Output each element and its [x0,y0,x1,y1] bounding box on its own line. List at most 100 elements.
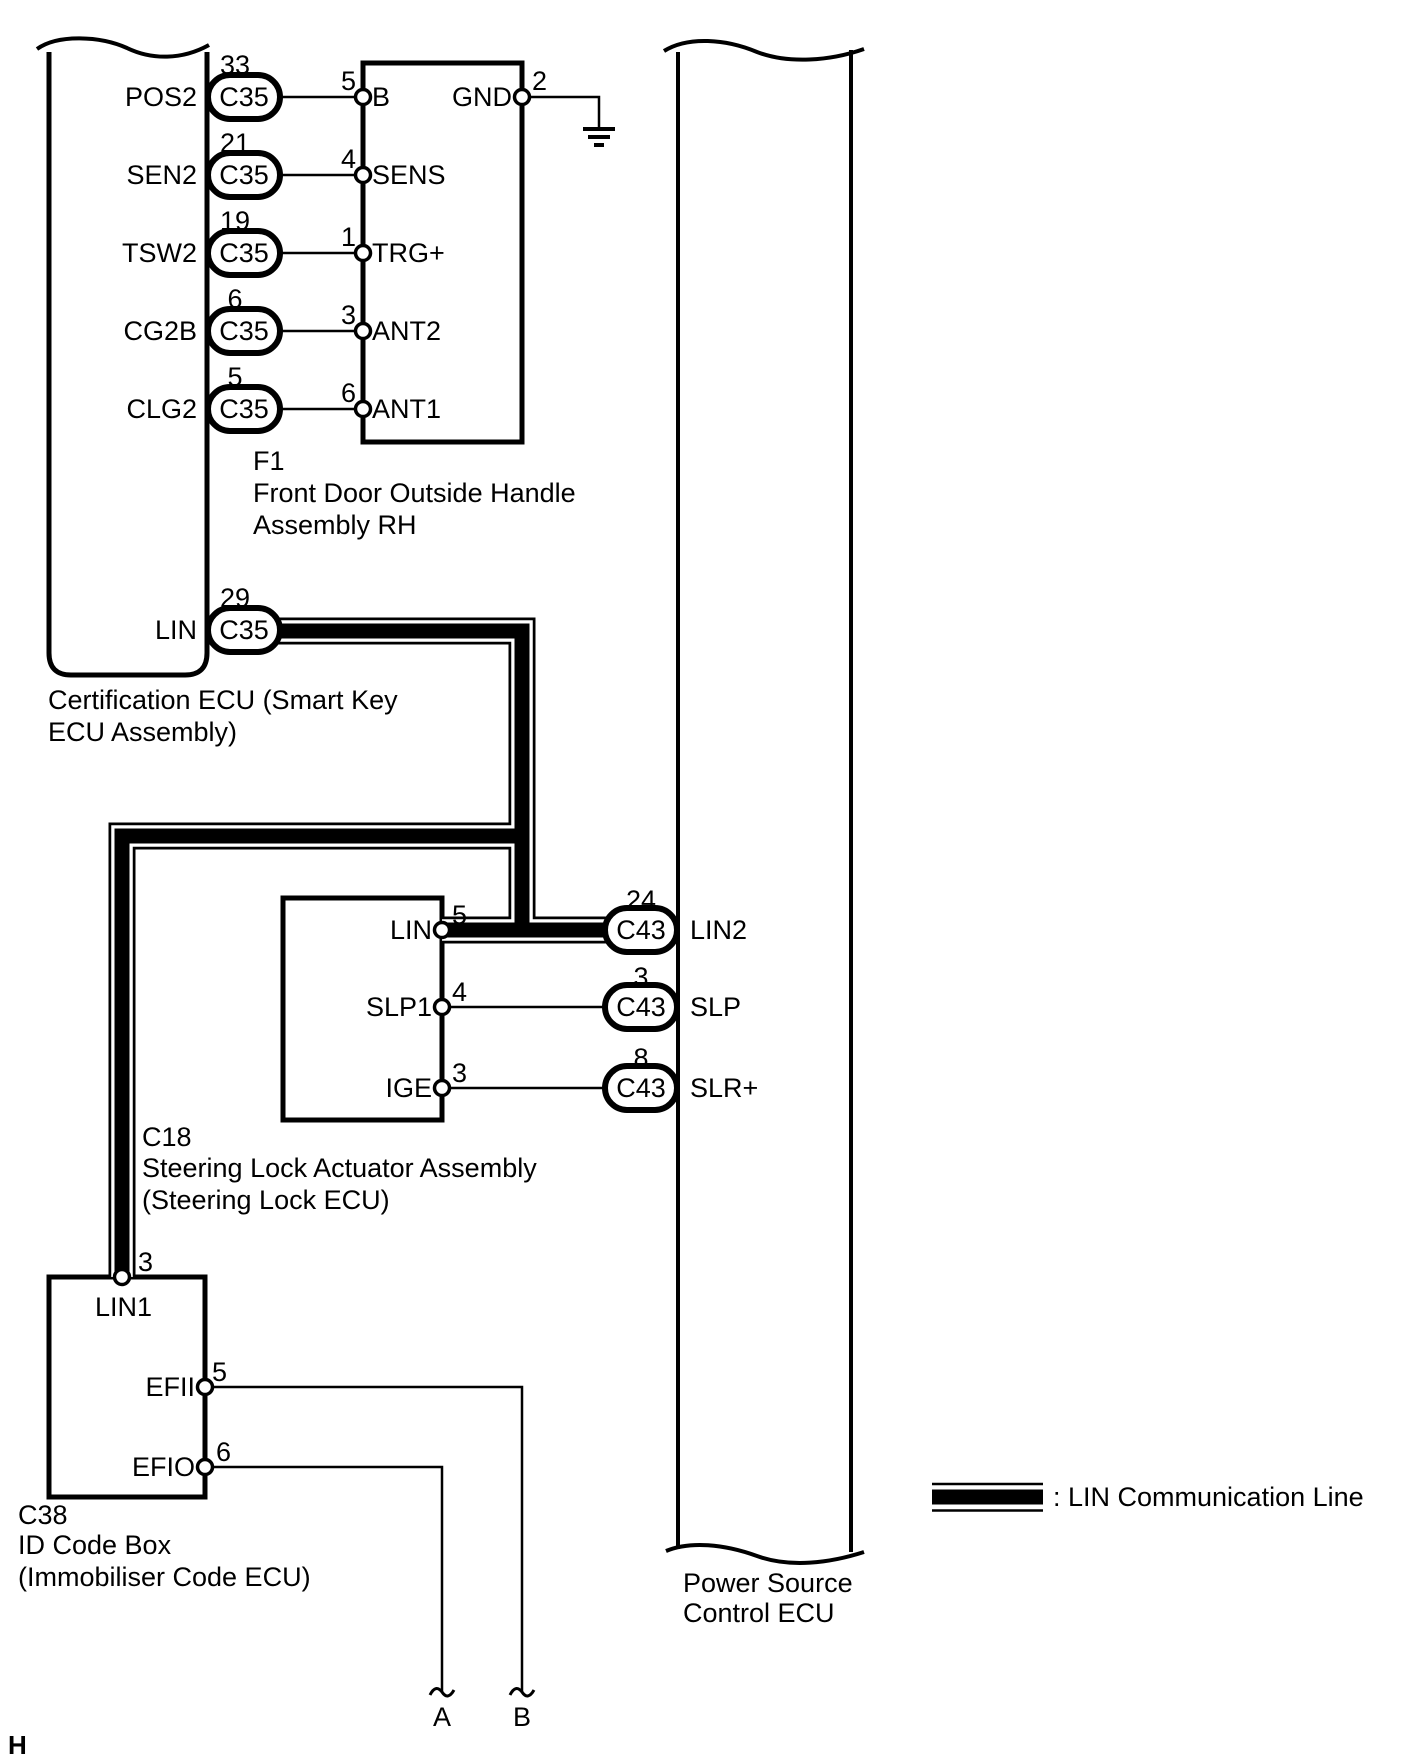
power-pin-label-lin2: LIN2 [690,915,748,945]
power-pin-label-slr: SLR+ [690,1073,759,1103]
steering-pin-num-lin: 5 [452,900,468,930]
steering-pin-label-lin: LIN [389,915,432,945]
cert-pin-label-tsw2: TSW2 [121,238,197,268]
legend-line-sample [932,1482,1043,1512]
c35-text-tsw2: C35 [219,238,269,268]
f1-title-line2: Assembly RH [253,510,417,540]
pin-efio [195,1457,215,1477]
connector-a-label: A [432,1702,451,1732]
c35-text-sen2: C35 [219,160,269,190]
c35-text-cg2b: C35 [219,316,269,346]
c35-text-clg2: C35 [219,394,269,424]
c35-oval-lin [205,605,283,655]
pin-efii [195,1377,215,1397]
f1-pin-num-gnd: 2 [532,66,548,96]
cert-pin-num-lin: 29 [219,583,251,613]
f1-pin-num-sens: 4 [340,144,356,174]
c35-oval-sen2 [205,150,283,200]
cert-pin-label-pos2: POS2 [124,82,197,112]
power-source-title-line2: Control ECU [683,1598,835,1628]
power-pin-label-slp: SLP [690,992,742,1022]
pin-slp1 [432,997,452,1017]
page-mark: H [8,1730,27,1760]
idbox-pin-label-lin1: LIN1 [95,1292,153,1322]
c43-text-slp: C43 [616,992,666,1022]
f1-pin-label-gnd: GND [452,82,512,112]
c43-oval-slr [602,1063,680,1113]
f1-pin-num-ant1: 6 [340,378,356,408]
cert-pin-num-pos2: 33 [219,50,251,80]
f1-pin-label-sens: SENS [372,160,446,190]
steering-code: C18 [142,1122,192,1152]
cert-pin-label-cg2b: CG2B [123,316,197,346]
cert-pin-num-cg2b: 6 [227,284,243,314]
power-source-torn-edge-bottom [665,1542,865,1565]
steering-title-line2: (Steering Lock ECU) [142,1185,390,1215]
c35-oval-pos2 [205,72,283,122]
steering-pin-label-ige: IGE [385,1073,432,1103]
wire-gnd [522,95,601,127]
c35-oval-clg2 [205,384,283,434]
idbox-title-line1: ID Code Box [18,1530,172,1560]
c43-text-lin2: C43 [616,915,666,945]
idbox-pin-num-efii: 5 [212,1357,228,1387]
wire-efio-a [205,1465,444,1692]
steering-pin-num-ige: 3 [452,1058,468,1088]
legend-label: : LIN Communication Line [1053,1482,1364,1512]
cert-pin-label-lin: LIN [154,615,197,645]
cert-pin-label-clg2: CLG2 [126,394,197,424]
certification-ecu-box [46,52,210,678]
c43-oval-slp [602,982,680,1032]
f1-pin-label-b: B [372,82,391,112]
torn-tick-a [428,1687,456,1698]
pin-ige [432,1078,452,1098]
steering-lock-box [280,895,445,1123]
certification-ecu-title-line1: Certification ECU (Smart Key [48,685,398,715]
c43-text-slr: C43 [616,1073,666,1103]
idbox-pin-num-lin1: 3 [138,1247,154,1277]
power-source-title-line1: Power Source [683,1568,853,1598]
idbox-code: C38 [18,1500,68,1530]
pin-sens [353,165,373,185]
f1-pin-num-b: 5 [340,66,356,96]
c43-num-lin2: 24 [625,885,657,915]
c35-text-pos2: C35 [219,82,269,112]
pin-lin-steering [432,920,452,940]
lin-communication-line [108,617,618,1277]
f1-title-line1: Front Door Outside Handle [253,478,576,508]
f1-pin-num-trg: 1 [340,222,356,252]
c43-oval-lin2 [602,905,680,955]
steering-pin-num-slp1: 4 [452,977,468,1007]
c43-num-slr: 8 [633,1043,649,1073]
idbox-pin-label-efio: EFIO [131,1452,195,1482]
f1-pin-label-ant2: ANT2 [372,316,442,346]
connector-b-label: B [512,1702,531,1732]
front-door-handle-box [360,60,525,445]
cert-pin-num-sen2: 21 [219,128,251,158]
cert-pin-label-sen2: SEN2 [126,160,197,190]
c35-text-lin: C35 [219,615,269,645]
pin-ant2 [353,321,373,341]
pin-ant1 [353,399,373,419]
torn-tick-b [508,1687,536,1698]
steering-pin-label-slp1: SLP1 [365,992,432,1022]
c35-oval-cg2b [205,306,283,356]
idbox-title-line2: (Immobiliser Code ECU) [18,1562,311,1592]
idbox-pin-num-efio: 6 [216,1437,232,1467]
ground-icon [583,127,615,147]
f1-pin-label-trg: TRG+ [372,238,445,268]
pin-gnd [512,87,532,107]
f1-pin-label-ant1: ANT1 [372,394,442,424]
pin-lin1 [112,1267,132,1287]
certification-ecu-torn-edge [35,36,210,59]
cert-pin-num-tsw2: 19 [219,206,251,236]
f1-code: F1 [253,446,285,476]
steering-title-line1: Steering Lock Actuator Assembly [142,1153,537,1183]
cert-pin-num-clg2: 5 [227,362,243,392]
pin-trg [353,243,373,263]
idbox-pin-label-efii: EFII [145,1372,195,1402]
c35-oval-tsw2 [205,228,283,278]
f1-pin-num-ant2: 3 [340,300,356,330]
